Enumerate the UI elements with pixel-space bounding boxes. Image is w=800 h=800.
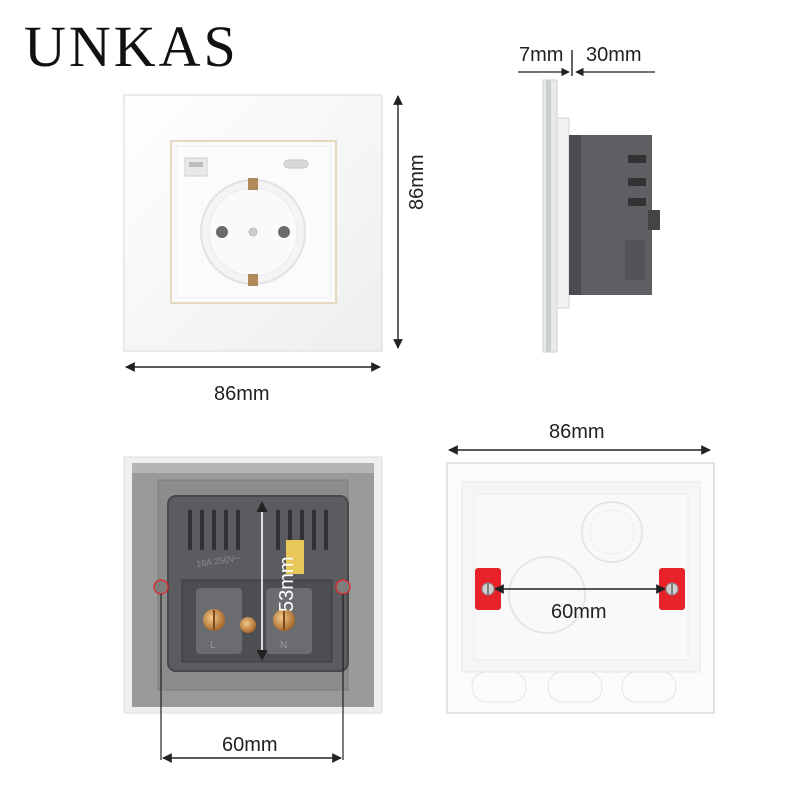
yellow-label — [286, 540, 304, 574]
ground-clip-top — [248, 178, 258, 190]
side-body-label: 30mm — [586, 44, 642, 66]
terminal-l-marking: L — [210, 640, 216, 651]
front-width-label: 86mm — [214, 383, 270, 405]
mount-hole-left — [153, 579, 169, 595]
ground-clip-bottom — [248, 274, 258, 286]
pin-hole-left — [216, 226, 228, 238]
mount-hole-right — [335, 579, 351, 595]
back-width-label: 60mm — [222, 734, 278, 756]
side-view — [542, 79, 660, 353]
box-width-label: 86mm — [549, 421, 605, 443]
back-height-label: 53mm — [276, 556, 298, 612]
pin-hole-right — [278, 226, 290, 238]
side-panel-label: 7mm — [519, 44, 564, 66]
front-view — [123, 94, 383, 352]
terminal-screw-earth — [240, 617, 256, 633]
usb-c-port — [283, 159, 309, 169]
brand-logo: UNKAS — [24, 14, 239, 79]
mounting-box — [446, 462, 715, 714]
front-height-label: 86mm — [406, 154, 428, 210]
box-screw-label: 60mm — [551, 601, 607, 623]
terminal-n-marking: N — [280, 640, 288, 651]
